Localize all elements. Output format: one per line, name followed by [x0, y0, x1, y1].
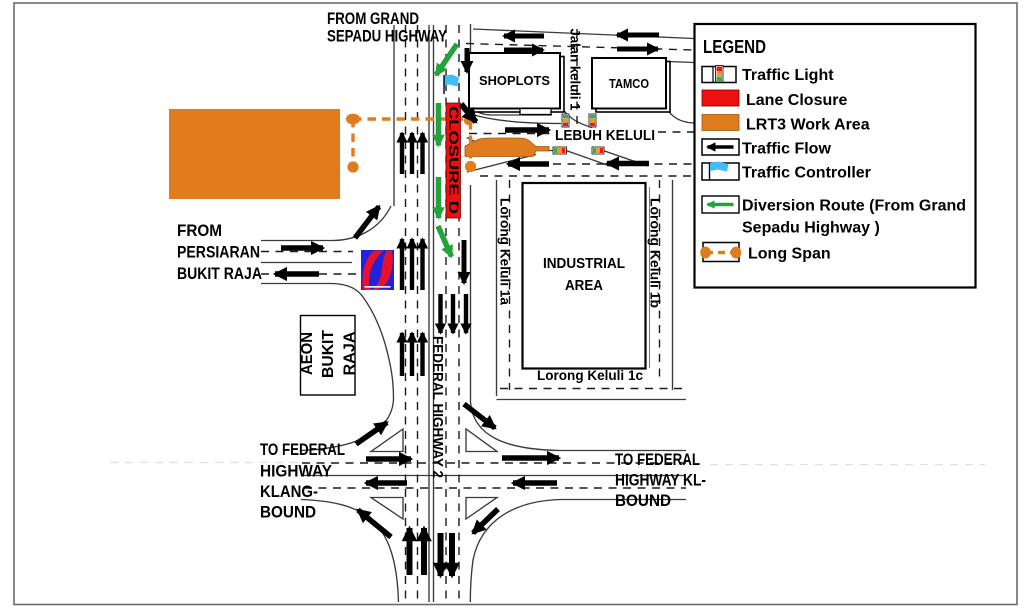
svg-text:FROM: FROM	[177, 222, 222, 240]
svg-text:INDUSTRIAL: INDUSTRIAL	[543, 255, 625, 272]
svg-text:Long Span: Long Span	[748, 246, 831, 263]
svg-text:Jalan keluli 1: Jalan keluli 1	[568, 29, 584, 111]
svg-text:LEGEND: LEGEND	[703, 37, 766, 57]
svg-text:Sepadu Highway ): Sepadu Highway )	[742, 220, 880, 237]
svg-text:FEDERAL HIGHWAY 2: FEDERAL HIGHWAY 2	[429, 336, 445, 478]
svg-text:AREA: AREA	[565, 277, 603, 294]
svg-text:Traffic Controller: Traffic Controller	[742, 165, 871, 182]
svg-text:Lane Closure: Lane Closure	[746, 92, 847, 109]
svg-text:HIGHWAY: HIGHWAY	[260, 463, 332, 481]
svg-text:BUKIT RAJA: BUKIT RAJA	[177, 265, 262, 283]
svg-text:SHOPLOTS: SHOPLOTS	[479, 74, 550, 88]
svg-text:Lorong Keluli 1c: Lorong Keluli 1c	[537, 367, 643, 383]
svg-text:KLANG-: KLANG-	[260, 483, 318, 501]
svg-text:HIGHWAY KL-: HIGHWAY KL-	[615, 472, 706, 490]
svg-text:TAMCO: TAMCO	[609, 77, 649, 91]
svg-text:SEPADU HIGHWAY: SEPADU HIGHWAY	[327, 27, 448, 46]
svg-text:FROM GRAND: FROM GRAND	[327, 9, 419, 28]
svg-text:BOUND: BOUND	[615, 492, 671, 510]
svg-text:Lorong Keluli 1b: Lorong Keluli 1b	[648, 198, 664, 308]
svg-text:TO FEDERAL: TO FEDERAL	[260, 441, 345, 459]
svg-text:LRT3 Work Area: LRT3 Work Area	[746, 117, 870, 134]
svg-text:Traffic Light: Traffic Light	[742, 67, 834, 84]
svg-text:Lorong Keluli 1a: Lorong Keluli 1a	[498, 198, 514, 305]
svg-text:CLOSURE D: CLOSURE D	[446, 106, 462, 214]
svg-text:PERSIARAN: PERSIARAN	[177, 244, 260, 262]
svg-text:Traffic Flow: Traffic Flow	[742, 141, 831, 158]
svg-text:TO FEDERAL: TO FEDERAL	[615, 451, 700, 469]
svg-text:RAJA: RAJA	[342, 332, 359, 376]
svg-text:AEON: AEON	[299, 332, 316, 375]
svg-text:LEBUH KELULI: LEBUH KELULI	[555, 127, 655, 144]
svg-text:BUKIT: BUKIT	[320, 329, 337, 378]
svg-text:BOUND: BOUND	[260, 504, 316, 522]
svg-text:Diversion Route (From Grand: Diversion Route (From Grand	[742, 198, 966, 215]
